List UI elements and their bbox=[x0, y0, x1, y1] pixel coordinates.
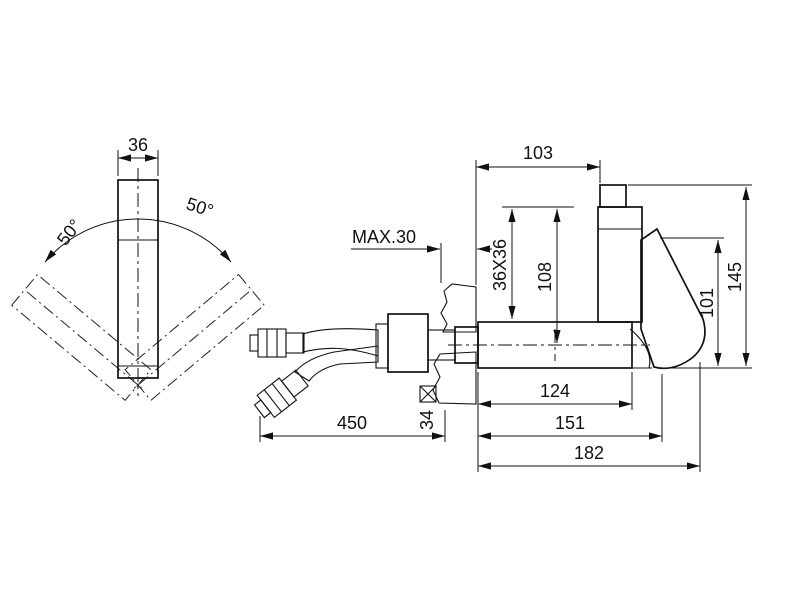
supply-hose-lower bbox=[294, 345, 379, 382]
dim-151-label: 151 bbox=[555, 413, 585, 433]
dim-101-label: 101 bbox=[697, 288, 717, 318]
side-view bbox=[249, 184, 706, 419]
dim-450-label: 450 bbox=[337, 413, 367, 433]
mounting-deck-hatch-upper bbox=[440, 283, 477, 333]
spout-curve bbox=[629, 328, 651, 369]
side-dimensions: 103 MAX.30 36X36 108 145 101 124 151 182 bbox=[259, 143, 752, 472]
ghost-outline-right bbox=[124, 273, 265, 402]
dim-124-label: 124 bbox=[540, 381, 570, 401]
mounting-nut bbox=[387, 313, 429, 373]
dim-103-label: 103 bbox=[523, 143, 553, 163]
hose-tip-lower bbox=[253, 399, 272, 419]
front-view: 36 50° 50° bbox=[11, 135, 265, 402]
width-dim-label: 36 bbox=[128, 135, 148, 155]
ghost-outline-left bbox=[11, 273, 152, 402]
dim-145-label: 145 bbox=[725, 262, 745, 292]
hose-tip-upper bbox=[249, 334, 259, 352]
hose-fitting-upper bbox=[249, 328, 305, 358]
dim-182-label: 182 bbox=[574, 443, 604, 463]
handle-lever bbox=[640, 227, 706, 370]
mounting-deck-hatch-lower bbox=[432, 351, 477, 405]
swivel-angle-label-right: 50° bbox=[184, 194, 216, 221]
dim-108-label: 108 bbox=[535, 262, 555, 292]
hose-fitting-lower bbox=[253, 369, 309, 419]
square-section-symbol bbox=[419, 385, 437, 403]
dim-36x36-label: 36X36 bbox=[490, 239, 510, 291]
supply-hose-upper bbox=[302, 328, 379, 357]
cartridge-housing bbox=[597, 206, 643, 323]
dim-max30-label: MAX.30 bbox=[352, 227, 416, 247]
swivel-angle-label-left: 50° bbox=[53, 215, 86, 249]
dim-34-label: 34 bbox=[417, 410, 437, 430]
top-cap bbox=[599, 184, 627, 208]
